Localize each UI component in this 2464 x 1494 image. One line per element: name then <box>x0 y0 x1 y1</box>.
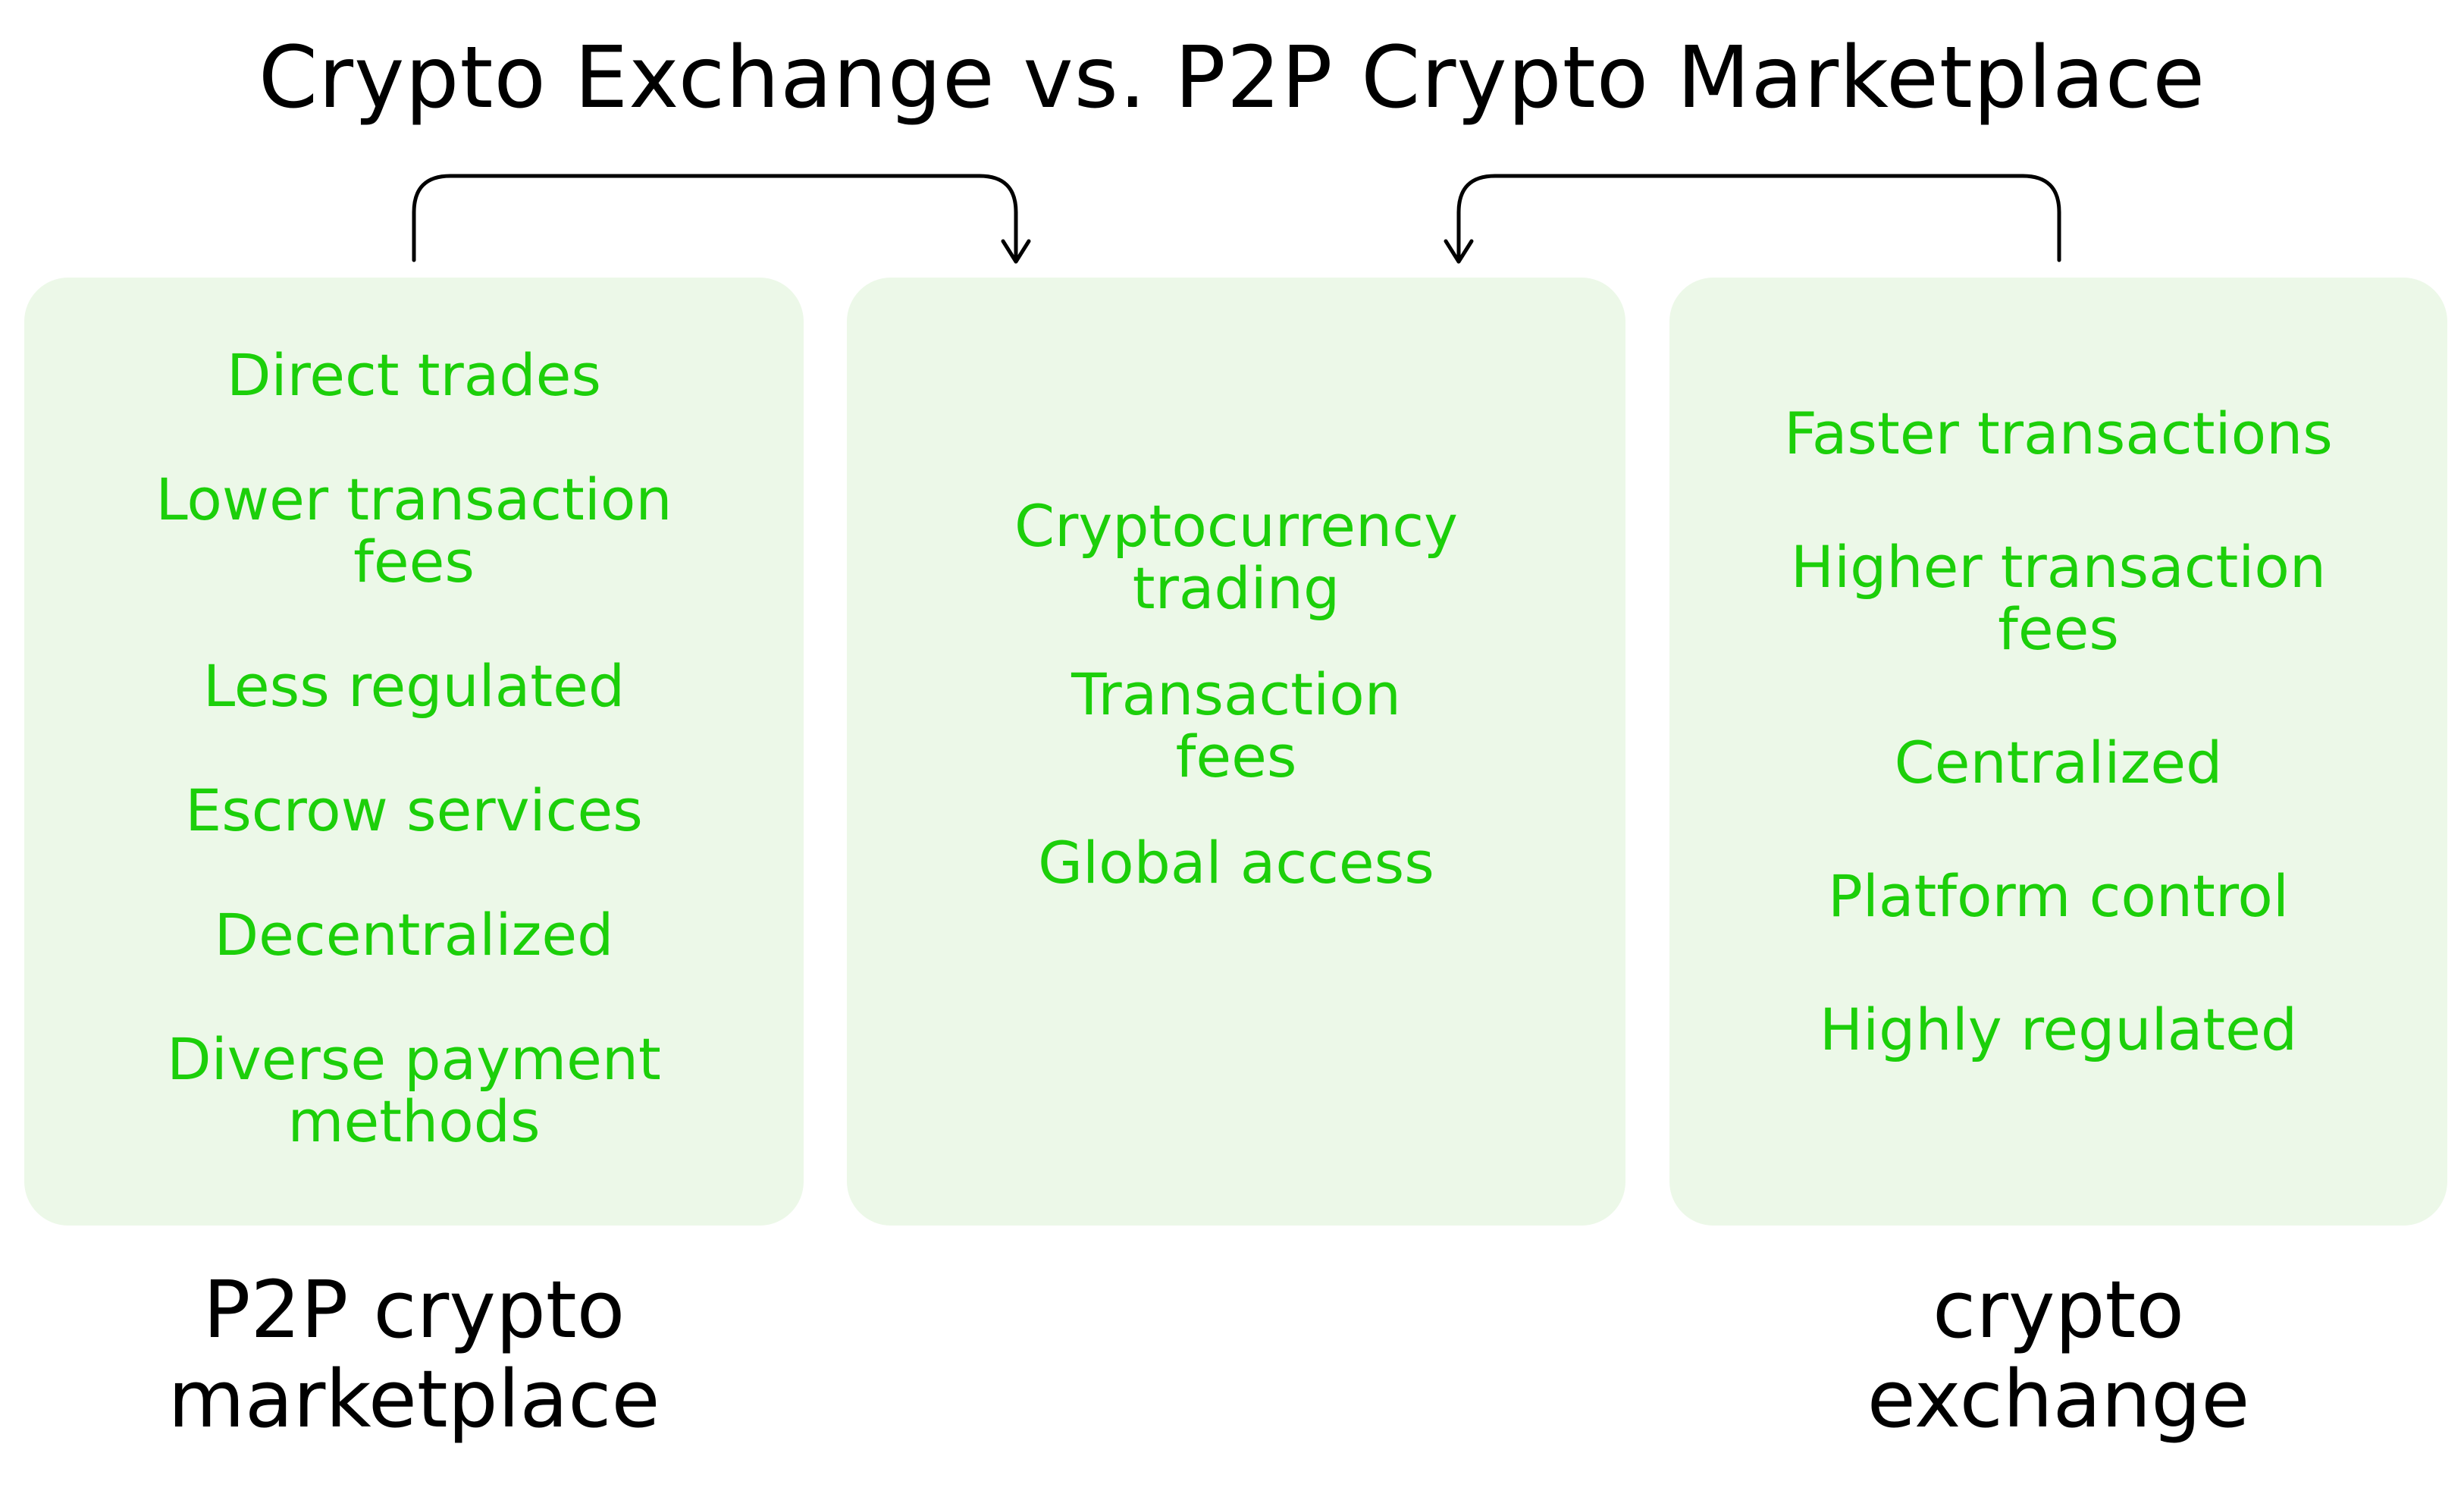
p2p-item: Decentralized <box>214 901 614 968</box>
p2p-item: Diverse payment methods <box>167 1025 661 1155</box>
exchange-item: Higher transaction fees <box>1790 533 2327 663</box>
p2p-item: Escrow services <box>185 777 643 844</box>
exchange-item: Highly regulated <box>1819 996 2298 1063</box>
shared-panel: Cryptocurrency trading Transaction fees … <box>847 278 1625 1226</box>
p2p-item: Less regulated <box>202 652 625 720</box>
exchange-item: Faster transactions <box>1784 400 2333 467</box>
exchange-item: Platform control <box>1827 862 2290 930</box>
shared-item: Global access <box>1038 829 1434 896</box>
exchange-item: Centralized <box>1894 729 2223 796</box>
curved-arrow-left-down-icon <box>1444 174 2061 264</box>
curved-arrow-right-down-icon <box>412 174 1031 264</box>
shared-item: Cryptocurrency trading <box>1014 492 1458 622</box>
p2p-item: Direct trades <box>227 341 601 409</box>
p2p-caption: P2P crypto marketplace <box>168 1263 660 1445</box>
connector-arrows <box>412 174 2061 264</box>
exchange-panel: Faster transactions Higher transaction f… <box>1669 278 2447 1226</box>
p2p-panel: Direct trades Lower transaction fees Les… <box>24 278 804 1226</box>
page-title: Crypto Exchange vs. P2P Crypto Marketpla… <box>258 29 2206 127</box>
exchange-caption: crypto exchange <box>1867 1263 2250 1445</box>
shared-item: Transaction fees <box>1071 661 1401 790</box>
p2p-item: Lower transaction fees <box>155 466 672 595</box>
